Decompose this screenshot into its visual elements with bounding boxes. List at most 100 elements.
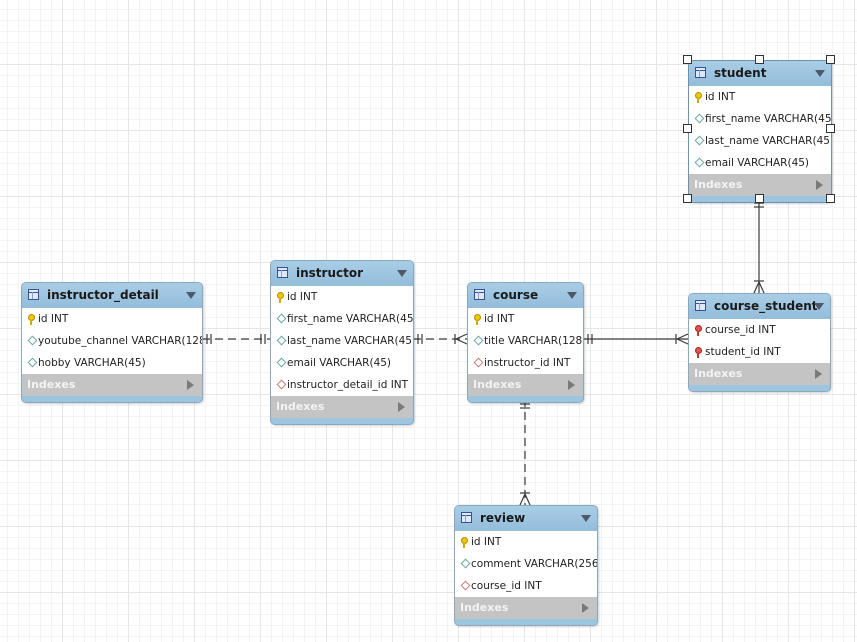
table-header[interactable]: instructor_detail [22,283,202,308]
resize-handle-right[interactable] [826,124,835,133]
table-header[interactable]: instructor [271,261,413,286]
table-header[interactable]: review [455,506,597,531]
resize-handle-bottom[interactable] [755,194,764,203]
foreign-primary-key-icon [694,347,704,358]
table-header[interactable]: course [468,283,583,308]
table-icon [695,300,706,311]
indexes-section[interactable]: Indexes [689,363,830,385]
table-student[interactable]: student id INT first_name VARCHAR(45) la… [688,60,832,203]
table-course-student[interactable]: course_student course_id INT student_id … [688,293,831,392]
column-label: last_name VARCHAR(45) [287,335,414,347]
column-row[interactable]: student_id INT [689,341,830,363]
primary-key-icon [694,92,704,103]
column-row[interactable]: instructor_detail_id INT [271,374,413,396]
column-row[interactable]: last_name VARCHAR(45) [271,330,413,352]
column-row[interactable]: first_name VARCHAR(45) [689,108,831,130]
column-row[interactable]: comment VARCHAR(256) [455,553,597,575]
table-footer [271,418,413,424]
indexes-label: Indexes [694,178,743,191]
indexes-section[interactable]: Indexes [689,174,831,196]
table-footer [468,396,583,402]
relationship-course-student-course[interactable] [583,333,689,345]
column-row[interactable]: course_id INT [455,575,597,597]
column-list: id INT first_name VARCHAR(45) last_name … [271,286,413,396]
column-label: instructor_detail_id INT [287,379,409,391]
collapse-arrow-icon[interactable] [814,303,824,310]
table-instructor[interactable]: instructor id INT first_name VARCHAR(45)… [270,260,414,425]
relationship-instructor-instructor-detail[interactable] [202,334,270,344]
column-row[interactable]: title VARCHAR(128) [468,330,583,352]
column-label: email VARCHAR(45) [287,357,392,369]
resize-handle-bottom-right[interactable] [826,194,835,203]
column-row[interactable]: hobby VARCHAR(45) [22,352,202,374]
resize-handle-top[interactable] [755,55,764,64]
column-row[interactable]: id INT [271,286,413,308]
column-diamond-icon [276,314,286,324]
column-label: comment VARCHAR(256) [471,558,598,570]
column-label: hobby VARCHAR(45) [38,357,146,369]
table-icon [277,267,288,278]
column-label: first_name VARCHAR(45) [705,113,832,125]
foreign-key-diamond-icon [473,358,483,368]
table-header[interactable]: course_student [689,294,830,319]
indexes-section[interactable]: Indexes [271,396,413,418]
relationship-course-student-student[interactable] [753,199,765,294]
expand-arrow-icon[interactable] [582,603,589,613]
table-review[interactable]: review id INT comment VARCHAR(256) cours… [454,505,598,626]
expand-arrow-icon[interactable] [398,402,405,412]
column-diamond-icon [460,559,470,569]
collapse-arrow-icon[interactable] [186,292,196,299]
table-course[interactable]: course id INT title VARCHAR(128) instruc… [467,282,584,403]
column-row[interactable]: id INT [22,308,202,330]
indexes-section[interactable]: Indexes [455,597,597,619]
column-row[interactable]: first_name VARCHAR(45) [271,308,413,330]
resize-handle-top-right[interactable] [826,55,835,64]
column-label: id INT [705,91,736,103]
table-name: review [480,511,526,525]
indexes-section[interactable]: Indexes [22,374,202,396]
table-header[interactable]: student [689,61,831,86]
table-icon [461,512,472,523]
table-name: student [714,66,767,80]
column-list: id INT youtube_channel VARCHAR(128) hobb… [22,308,202,374]
column-label: id INT [471,536,502,548]
foreign-key-diamond-icon [460,581,470,591]
column-list: id INT comment VARCHAR(256) course_id IN… [455,531,597,597]
expand-arrow-icon[interactable] [187,380,194,390]
column-row[interactable]: email VARCHAR(45) [271,352,413,374]
indexes-label: Indexes [460,601,509,614]
column-label: last_name VARCHAR(45) [705,135,832,147]
column-list: id INT title VARCHAR(128) instructor_id … [468,308,583,374]
resize-handle-left[interactable] [683,124,692,133]
column-row[interactable]: id INT [468,308,583,330]
expand-arrow-icon[interactable] [815,369,822,379]
indexes-label: Indexes [694,367,743,380]
collapse-arrow-icon[interactable] [581,515,591,522]
column-row[interactable]: instructor_id INT [468,352,583,374]
table-icon [695,67,706,78]
column-diamond-icon [276,358,286,368]
collapse-arrow-icon[interactable] [397,270,407,277]
primary-key-icon [460,537,470,548]
column-row[interactable]: course_id INT [689,319,830,341]
column-row[interactable]: last_name VARCHAR(45) [689,130,831,152]
table-instructor-detail[interactable]: instructor_detail id INT youtube_channel… [21,282,203,403]
relationship-course-instructor[interactable] [413,333,468,345]
table-name: course [493,288,539,302]
resize-handle-bottom-left[interactable] [683,194,692,203]
primary-key-icon [276,292,286,303]
column-row[interactable]: id INT [689,86,831,108]
expand-arrow-icon[interactable] [568,380,575,390]
column-row[interactable]: email VARCHAR(45) [689,152,831,174]
column-row[interactable]: id INT [455,531,597,553]
column-list: id INT first_name VARCHAR(45) last_name … [689,86,831,174]
resize-handle-top-left[interactable] [683,55,692,64]
relationship-review-course[interactable] [519,399,531,506]
column-row[interactable]: youtube_channel VARCHAR(128) [22,330,202,352]
indexes-section[interactable]: Indexes [468,374,583,396]
expand-arrow-icon[interactable] [816,180,823,190]
collapse-arrow-icon[interactable] [815,70,825,77]
table-name: instructor [296,266,364,280]
column-label: youtube_channel VARCHAR(128) [38,335,203,347]
collapse-arrow-icon[interactable] [567,292,577,299]
